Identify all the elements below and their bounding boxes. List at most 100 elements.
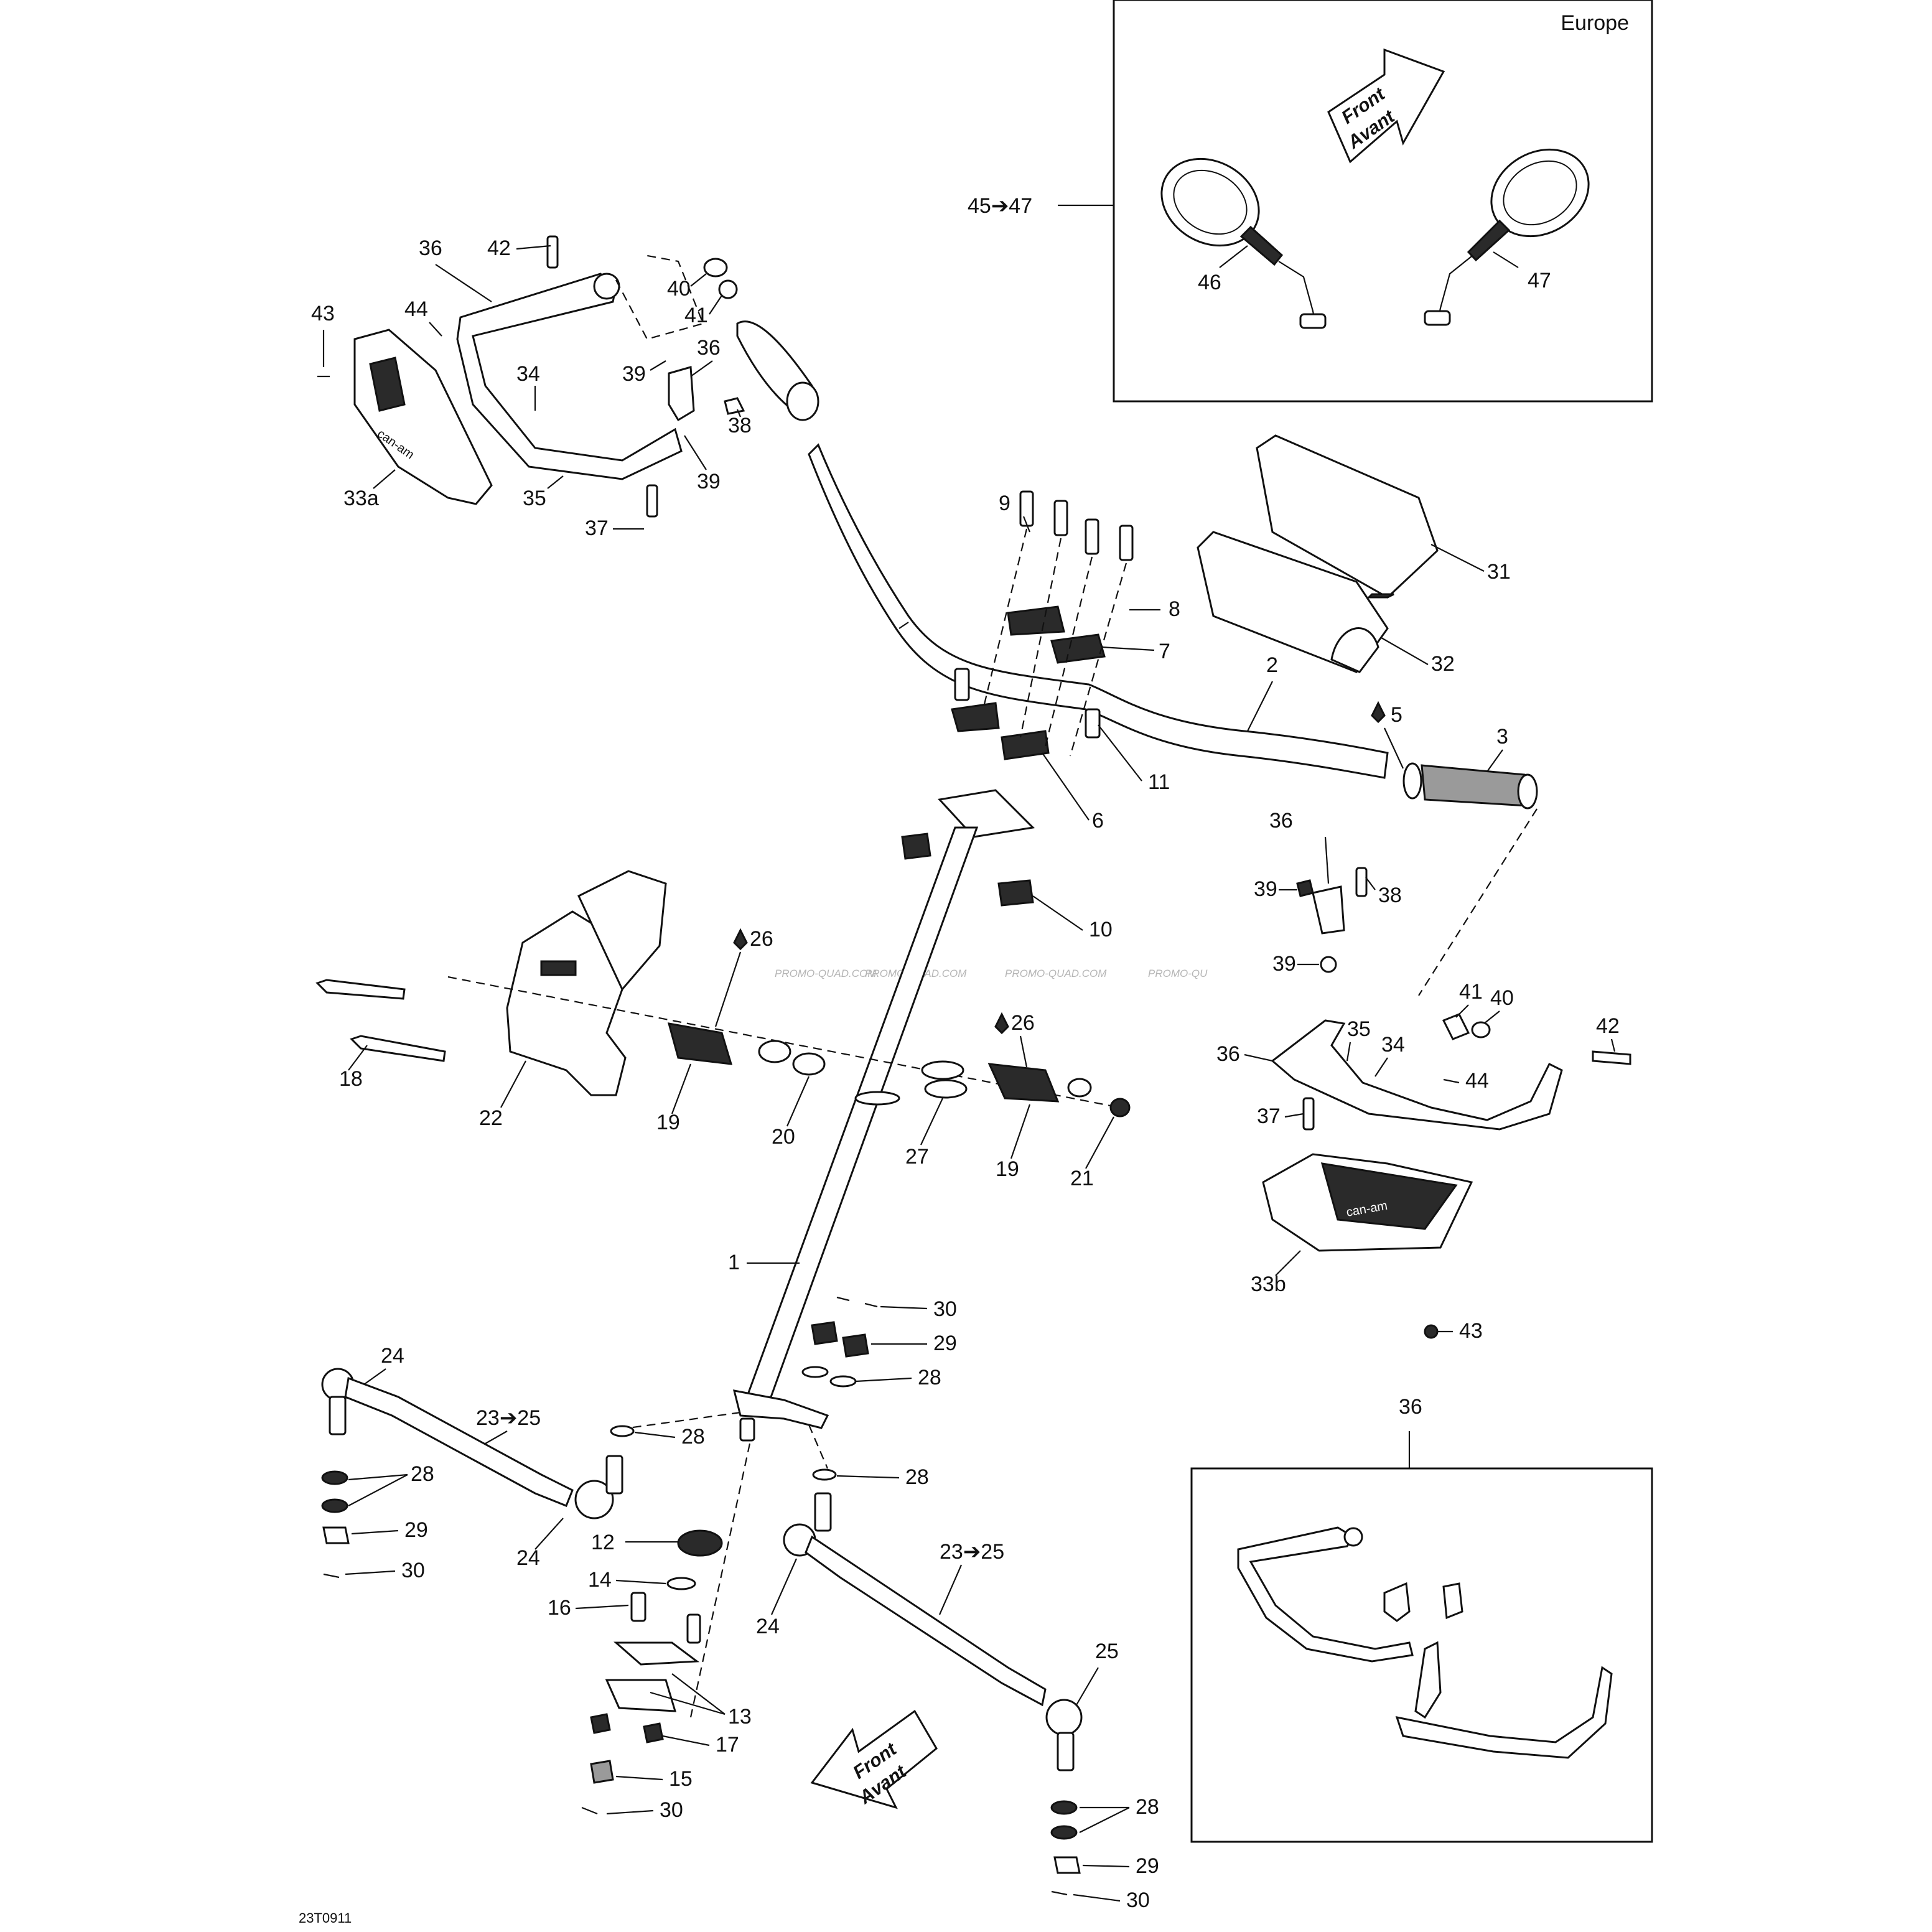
part-callout: 26 <box>750 927 773 951</box>
diagram-text: 45➔47 <box>968 194 1032 218</box>
part-callout: 16 <box>548 1596 571 1620</box>
part-callout: 36 <box>1216 1042 1240 1066</box>
part-callout: 26 <box>1011 1011 1035 1035</box>
part-callout: 10 <box>1089 918 1113 941</box>
part-callout: 27 <box>905 1145 929 1169</box>
part-callout: 23➔25 <box>940 1540 1004 1564</box>
part-callout: 9 <box>999 492 1010 515</box>
part-callout: 5 <box>1391 703 1402 727</box>
tie-rod-right <box>783 1492 1083 1896</box>
part-callout: 19 <box>996 1157 1019 1181</box>
part-callout: 11 <box>1148 770 1170 794</box>
part-callout: 29 <box>1136 1854 1159 1878</box>
part-callout: 39 <box>697 470 721 493</box>
part-callout: 42 <box>487 236 511 260</box>
part-callout: 28 <box>918 1366 941 1389</box>
part-callout: 2 <box>1266 653 1278 677</box>
part-callout: 28 <box>905 1465 929 1489</box>
part-callout: 39 <box>1272 952 1296 976</box>
left-handguard: can-am <box>317 235 819 518</box>
grip-icon <box>1402 762 1538 810</box>
part-callout: 24 <box>756 1615 780 1638</box>
bracket <box>506 870 667 1096</box>
part-callout: 39 <box>1254 877 1277 901</box>
part-callout: 29 <box>933 1332 957 1355</box>
watermark: PROMO-QUAD.COM PROMO-QUAD.COM PROMO-QUAD… <box>775 968 1208 979</box>
part-callout: 30 <box>660 1798 683 1822</box>
left-mirror-icon <box>1160 157 1327 329</box>
part-callout: 24 <box>381 1344 404 1368</box>
right-mirror-icon <box>1424 148 1590 326</box>
part-callout: 40 <box>1490 986 1514 1010</box>
part-callout: 36 <box>697 336 721 360</box>
part-callout: 34 <box>516 362 540 386</box>
part-callout: 19 <box>656 1111 680 1134</box>
part-callout: 12 <box>591 1531 615 1554</box>
part-callout: 38 <box>1378 884 1402 907</box>
part-callout: 41 <box>684 304 708 327</box>
bushings <box>447 976 1131 1118</box>
steering-column <box>732 826 979 1442</box>
diagram-text: PROMO-QU <box>1148 968 1208 979</box>
front-arrow-icon: Front Avant <box>1327 48 1445 164</box>
part-callout: 28 <box>681 1425 705 1449</box>
lower-bearing <box>590 1443 751 1784</box>
part-callout: 14 <box>588 1568 612 1592</box>
doc-code: 23T0911 <box>299 1910 352 1926</box>
part-callout: 28 <box>411 1462 434 1486</box>
part-callout: 29 <box>404 1518 428 1542</box>
handguard-inset: 36 <box>1190 1395 1653 1843</box>
part-callout: 25 <box>1095 1640 1119 1663</box>
diagram-text: PROMO-QUAD.COM <box>1005 968 1107 979</box>
europe-inset: Europe Front Avant 45➔47 46 47 <box>968 0 1653 403</box>
handlebar-clamps <box>901 490 1134 907</box>
part-callout: 36 <box>1269 809 1293 833</box>
part-callout: 44 <box>404 297 428 321</box>
part-callout: 43 <box>311 302 335 325</box>
part-callout: 38 <box>728 414 752 437</box>
part-callout: 46 <box>1198 271 1221 294</box>
part-callout: 44 <box>1465 1069 1489 1093</box>
pitman-hardware <box>610 1296 878 1481</box>
part-callout: 1 <box>728 1251 740 1274</box>
right-handguard: can-am <box>1262 808 1631 1339</box>
part-callout: 18 <box>339 1067 363 1091</box>
part-callout: 41 <box>1459 980 1483 1004</box>
handlebar-pad <box>1197 434 1439 673</box>
part-callout: 40 <box>667 277 691 301</box>
grease-icon <box>733 928 748 951</box>
part-callout: 31 <box>1487 560 1511 584</box>
part-callout: 35 <box>1347 1017 1371 1041</box>
part-callout: 36 <box>419 236 442 260</box>
tie-rod-left <box>321 1368 623 1579</box>
part-callout: 37 <box>1257 1104 1281 1128</box>
grease-icon <box>1371 701 1386 724</box>
part-callout: 15 <box>669 1767 693 1791</box>
part-callout: 32 <box>1431 652 1455 676</box>
part-callout: 21 <box>1070 1167 1094 1190</box>
part-callout: 33a <box>343 487 379 510</box>
part-callout: 47 <box>1528 269 1551 292</box>
inset-36-title: 36 <box>1399 1395 1422 1419</box>
europe-title: Europe <box>1561 11 1629 35</box>
part-callout: 17 <box>716 1733 739 1757</box>
diagram-text: PROMO-QUAD.COM <box>775 968 877 979</box>
part-callout: 34 <box>1381 1033 1405 1057</box>
grease-icon <box>994 1012 1009 1035</box>
part-callout: 39 <box>622 362 646 386</box>
part-callout: 33b <box>1251 1272 1286 1296</box>
part-callout: 28 <box>1136 1795 1159 1819</box>
part-callout: 24 <box>516 1546 540 1570</box>
part-callout: 20 <box>772 1125 795 1149</box>
part-callout: 3 <box>1496 725 1508 749</box>
part-callout: 23➔25 <box>476 1406 541 1430</box>
part-callout: 42 <box>1596 1014 1620 1038</box>
part-callout: 30 <box>401 1559 425 1582</box>
part-callout: 13 <box>728 1705 752 1729</box>
front-arrow-icon-bottom: Front Avant <box>810 1709 938 1809</box>
part-callout: 37 <box>585 516 609 540</box>
cotter-pin-icon <box>581 1806 598 1815</box>
bolts <box>315 979 446 1062</box>
part-callout: 7 <box>1159 640 1170 663</box>
